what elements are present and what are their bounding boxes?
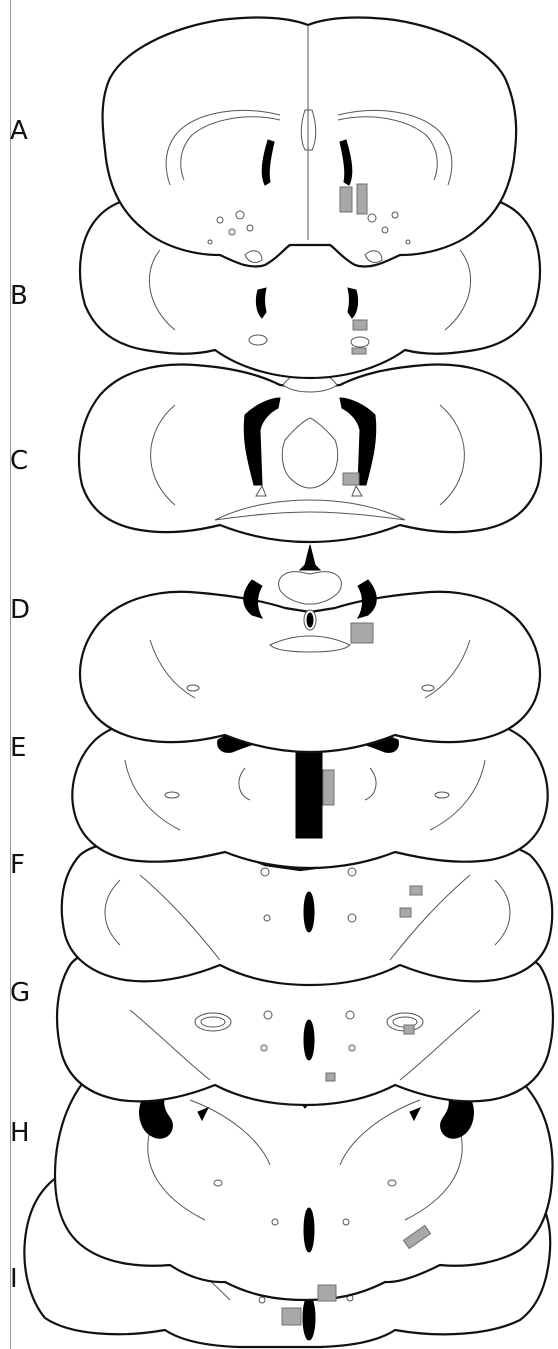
panel-label-B: B: [10, 283, 28, 309]
injection-marker-c-4: [343, 473, 359, 485]
panel-label-E: E: [10, 735, 26, 761]
panel-label-D: D: [10, 597, 30, 623]
injection-marker-f-7: [410, 886, 422, 895]
panel-label-H: H: [10, 1120, 30, 1146]
panel-label-I: I: [10, 1266, 18, 1292]
injection-marker-f-8: [400, 908, 411, 917]
panel-label-F: F: [10, 852, 25, 878]
injection-marker-g-9: [404, 1025, 414, 1034]
section-D-outline: [80, 545, 540, 752]
injection-marker-d-5: [351, 623, 373, 643]
injection-marker-i-12: [318, 1285, 336, 1301]
injection-marker-a-1: [357, 184, 367, 214]
injection-marker-b-2: [353, 320, 367, 330]
section-A-outline: [103, 18, 517, 267]
injection-marker-h-10: [326, 1073, 335, 1081]
injection-marker-b-3: [352, 348, 366, 354]
injection-marker-a-0: [340, 187, 352, 212]
panel-label-A: A: [10, 118, 28, 144]
panel-label-C: C: [10, 448, 28, 474]
injection-marker-e-6: [323, 770, 334, 805]
panel-label-G: G: [10, 980, 30, 1006]
injection-marker-i-13: [282, 1308, 301, 1325]
section-C-outline: [79, 364, 541, 542]
